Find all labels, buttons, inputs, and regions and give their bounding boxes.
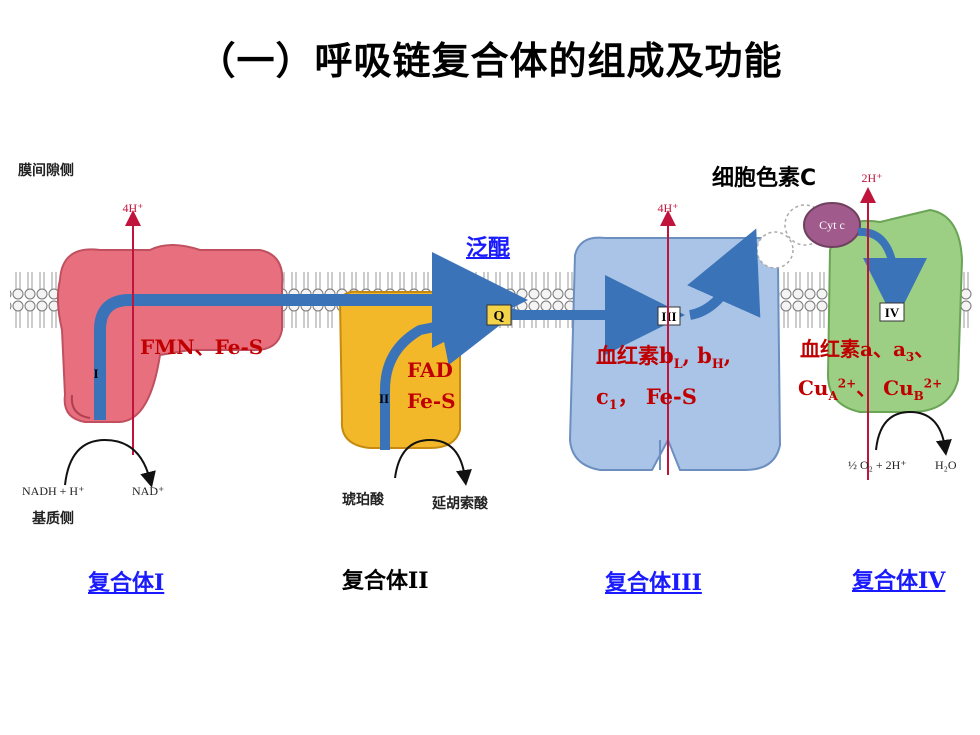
complex-2-label: 复合体II [342,568,429,594]
ubiquinone-link[interactable]: 泛醌 [466,235,511,261]
nadh-label: NADH + H⁺ [22,484,85,498]
sub-1: 1 [608,397,618,413]
complex-3-link[interactable]: 复合体III [605,570,702,596]
complex-1 [56,244,284,423]
complex-4-tag [879,302,905,322]
cu-b-text: 、 Cu [856,376,914,400]
matrix-label: 基质侧 [32,511,74,527]
complex-1-link[interactable]: 复合体I [88,570,165,596]
nad-label: NAD⁺ [132,484,165,498]
proton-label-4: 2H⁺ [862,171,883,185]
cytochrome-c [803,202,861,248]
cytc-label: Cyt c [819,218,845,232]
complex-2-cofactor-fad: FAD [407,358,453,382]
complex-3-cofactors-line1: 血红素bL, bH, [596,340,731,371]
electron-arrow-2 [380,286,520,450]
complex-4-cofactors-line1: 血红素a、a3、 [800,333,934,364]
comma-text: , [723,343,732,368]
complex-4-numeral: IV [885,305,900,320]
oxygen-arrow [875,410,952,456]
heme-b-text: 血红素b [596,343,674,368]
sub-l: L [673,356,683,372]
sup-a: 2+ [837,376,857,391]
proton-label-1: 4H⁺ [123,201,144,215]
page-title: （一）呼吸链复合体的组成及功能 [197,39,783,83]
cytc-ghost-1 [756,231,794,269]
ubiquinone-box [486,304,512,326]
complex-3-cofactors-line2: c1， Fe-S [596,381,697,412]
complex-2-numeral: II [379,391,389,406]
nadh-arrow [64,438,156,488]
succinate-label: 琥珀酸 [342,492,384,508]
sub-3: 3 [905,350,915,364]
complex-1-cofactors: FMN、Fe-S [140,335,264,359]
cytochrome-c-label: 细胞色素C [712,166,817,191]
q-label: Q [494,309,505,324]
cu-a-text: Cu [798,376,829,400]
electron-arrow-1 [94,252,528,420]
succinate-arrow [394,438,472,486]
electron-arrow-4 [687,228,761,320]
complex-4-cofactors-line2: CuA2+、 CuB2+ [798,372,942,403]
complex-1-numeral: I [93,366,98,381]
complex-4-link[interactable]: 复合体IV [852,568,946,594]
sep-text: , b [682,343,712,368]
fes-text: ， Fe-S [617,384,697,409]
sub-a: A [828,389,838,403]
sub-h: H [711,356,724,372]
heme-c-text: c [596,384,609,409]
complex-2-cofactor-fes: Fe-S [407,389,456,413]
heme-a-text: 血红素a、a [800,337,906,361]
water-label: H₂O [935,458,957,472]
intermembrane-label: 膜间隙侧 [18,163,74,179]
electron-arrow-5 [857,227,927,322]
sup-b: 2+ [923,376,943,391]
oxygen-label: ½ O₂ + 2H⁺ [848,458,907,472]
sub-b: B [913,389,924,403]
comma-text: 、 [914,337,935,361]
proton-label-3: 4H⁺ [658,201,679,215]
fumarate-label: 延胡索酸 [432,496,488,512]
